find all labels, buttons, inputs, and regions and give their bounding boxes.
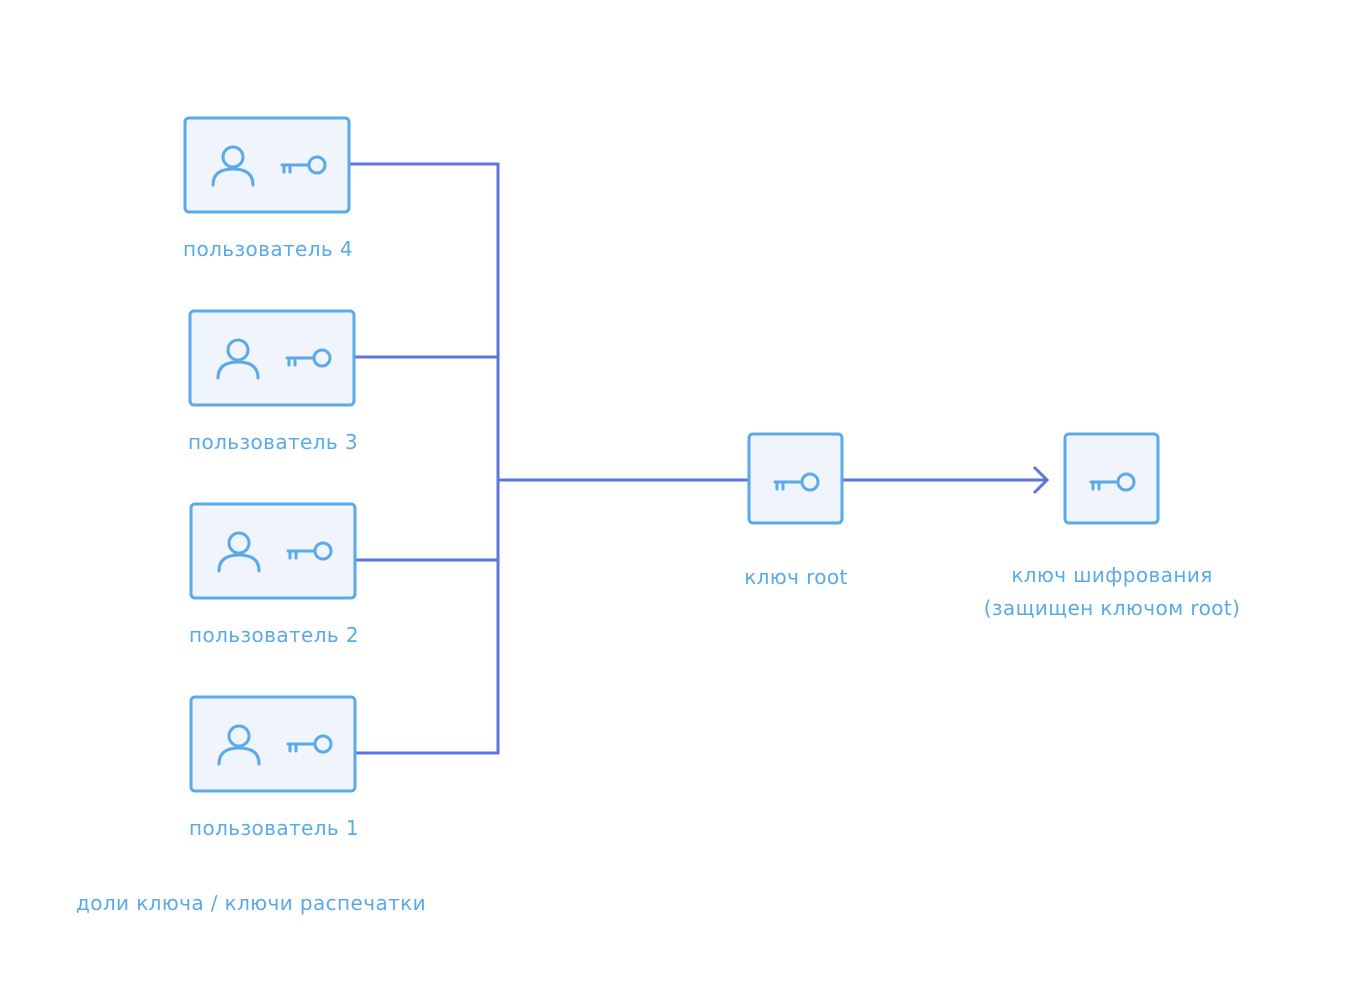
encryption-key-box (1063, 432, 1160, 525)
user-card-box (183, 116, 351, 214)
user-icon (217, 724, 261, 766)
root-key-box (747, 432, 844, 525)
user-card-box (188, 309, 356, 407)
root-key-label: ключ root (744, 565, 848, 589)
key-icon (286, 734, 333, 754)
key-icon (285, 348, 332, 368)
user-card-1 (189, 695, 357, 793)
user-label-1: пользователь 1 (189, 816, 359, 840)
user-card-3 (188, 309, 356, 407)
shares-caption: доли ключа / ключи распечатки (76, 891, 426, 915)
encryption-key-label-line2: (защищен ключом root) (984, 596, 1241, 620)
user-card-box (189, 695, 357, 793)
user-label-2: пользователь 2 (189, 623, 359, 647)
user-icon (217, 531, 261, 573)
root-key-card (747, 432, 844, 525)
user-card-4 (183, 116, 351, 214)
connectors (350, 162, 1050, 755)
user-card-box (189, 502, 357, 600)
encryption-key-label-line1: ключ шифрования (1011, 563, 1212, 587)
user-label-3: пользователь 3 (188, 430, 358, 454)
user-icon (216, 338, 260, 380)
user-card-2 (189, 502, 357, 600)
user-icon (211, 145, 255, 187)
key-icon (1089, 472, 1136, 492)
user-label-4: пользователь 4 (183, 237, 353, 261)
arrow-head (1032, 465, 1050, 495)
key-icon (773, 472, 820, 492)
key-icon (286, 541, 333, 561)
key-icon (280, 155, 327, 175)
encryption-key-card (1063, 432, 1160, 525)
